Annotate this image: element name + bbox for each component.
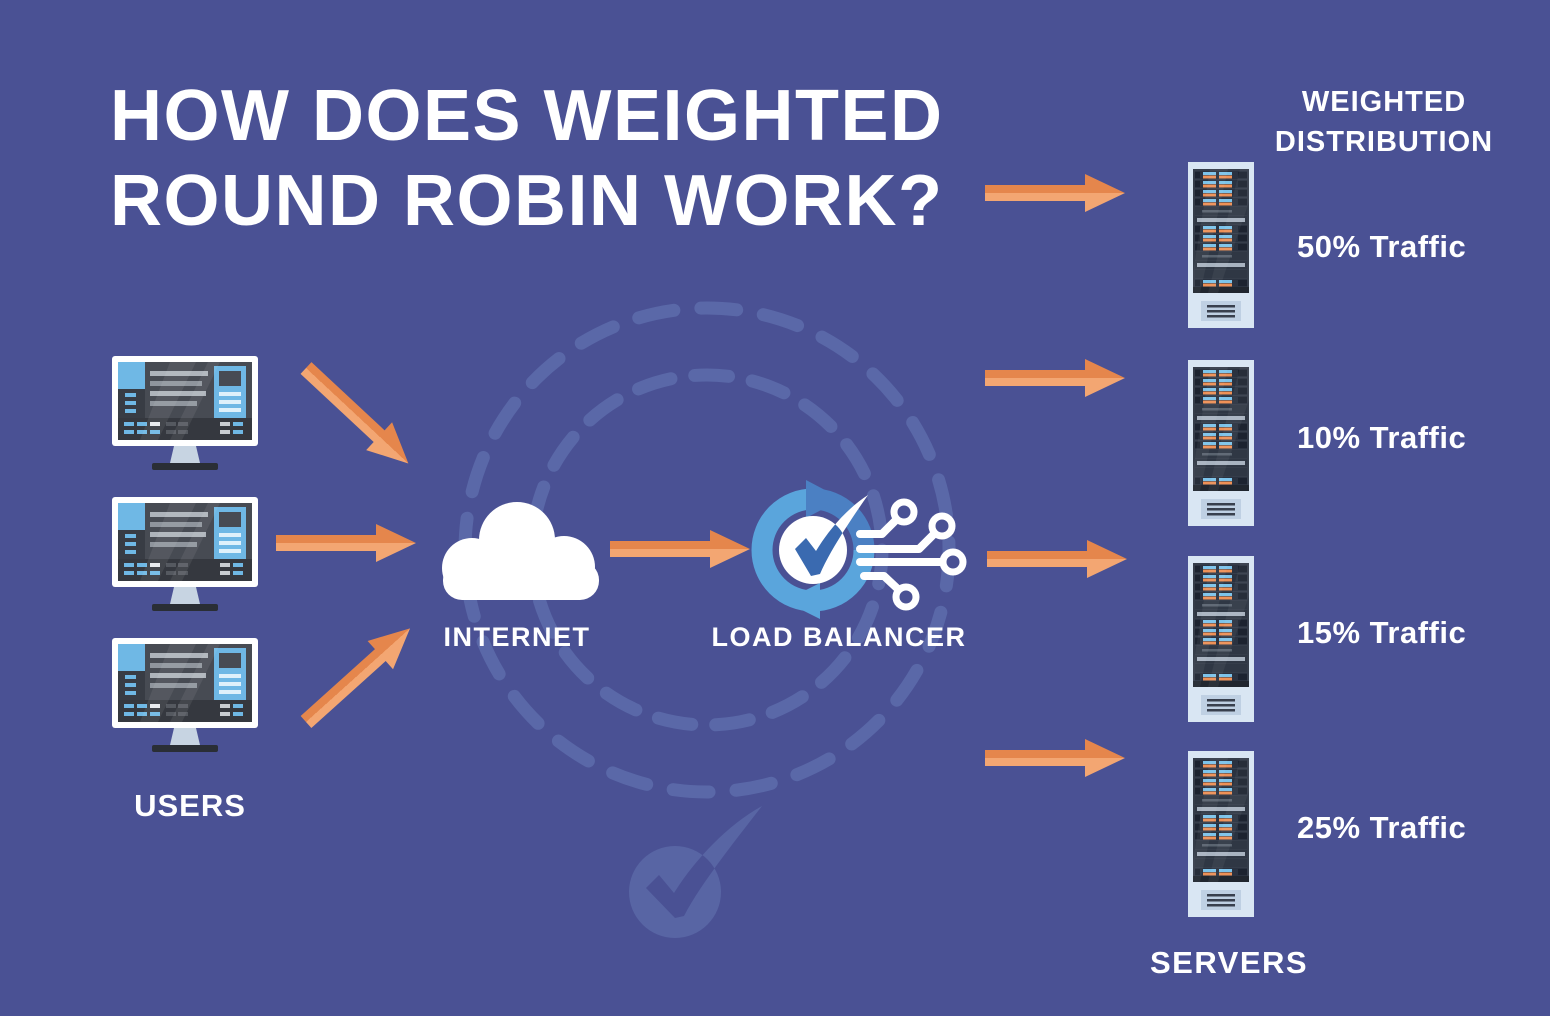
desktop-monitor-icon [112, 497, 258, 611]
server-rack-icon [1188, 556, 1254, 722]
server2-traffic-label: 10% Traffic [1297, 420, 1467, 455]
servers-label: SERVERS [1150, 945, 1309, 980]
server-rack-icon [1188, 162, 1254, 328]
users-label: USERS [134, 788, 246, 823]
cycle-arrowhead-top [806, 480, 842, 518]
network-branch-icon [856, 498, 967, 611]
load-balancer-icon [751, 480, 875, 619]
arrow-internet-to-lb [610, 530, 750, 568]
arrow-lb-to-server2 [985, 359, 1125, 397]
watermark-check-icon [629, 806, 762, 938]
server-racks [1188, 162, 1254, 917]
desktop-monitor-icon [112, 356, 258, 470]
title-line-2: ROUND ROBIN WORK? [110, 161, 944, 241]
arrow-user3-to-internet [293, 614, 423, 737]
server4-traffic-label: 25% Traffic [1297, 810, 1467, 845]
server-rack-icon [1188, 751, 1254, 917]
server1-traffic-label: 50% Traffic [1297, 229, 1467, 264]
arrow-lb-to-server3 [987, 540, 1127, 578]
desktop-monitor-icon [112, 638, 258, 752]
cloud-icon [442, 502, 599, 600]
internet-label: INTERNET [443, 622, 591, 652]
arrow-user2-to-internet [276, 524, 416, 562]
server-rack-icon [1188, 360, 1254, 526]
arrow-user1-to-internet [293, 354, 422, 478]
arrow-lb-to-server4 [985, 739, 1125, 777]
user-monitors [112, 356, 258, 752]
page-title: HOW DOES WEIGHTED ROUND ROBIN WORK? [110, 74, 944, 244]
arrow-lb-to-server1 [985, 174, 1125, 212]
weighted-distribution-heading: WEIGHTED DISTRIBUTION [1264, 82, 1504, 162]
flow-arrows [276, 174, 1127, 777]
load-balancer-label: LOAD BALANCER [711, 622, 967, 652]
wd-heading-line-1: WEIGHTED [1301, 86, 1467, 118]
server3-traffic-label: 15% Traffic [1297, 615, 1467, 650]
check-icon [795, 516, 847, 576]
cycle-arrowhead-bottom [784, 583, 820, 619]
title-line-1: HOW DOES WEIGHTED [110, 76, 944, 156]
wd-heading-line-2: DISTRIBUTION [1274, 126, 1494, 158]
